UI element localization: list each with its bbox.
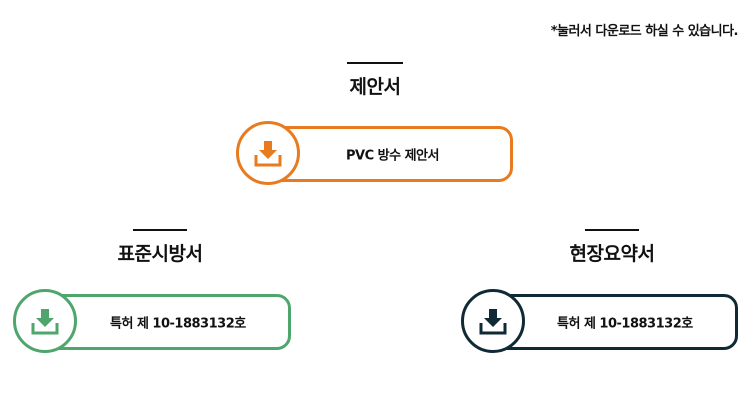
standard-spec-download-circle[interactable] <box>13 289 77 353</box>
standard-spec-title: 표준시방서 <box>95 229 225 266</box>
site-summary-title: 현장요약서 <box>547 229 677 266</box>
proposal-download-label: PVC 방수 제안서 <box>346 148 439 164</box>
proposal-title-text: 제안서 <box>349 76 401 98</box>
download-icon <box>479 309 507 335</box>
proposal-download-circle[interactable] <box>236 121 300 185</box>
standard-spec-title-text: 표준시방서 <box>117 243 203 265</box>
standard-spec-download-button[interactable]: 특허 제 10-1883132호 <box>43 294 291 350</box>
site-summary-download-label: 특허 제 10-1883132호 <box>557 316 693 332</box>
site-summary-title-text: 현장요약서 <box>569 243 655 265</box>
proposal-title: 제안서 <box>325 62 425 99</box>
title-rule <box>347 62 403 64</box>
proposal-download-button[interactable]: PVC 방수 제안서 <box>265 126 513 182</box>
download-icon <box>254 141 282 167</box>
download-instruction-note: *눌러서 다운로드 하실 수 있습니다. <box>550 24 739 39</box>
site-summary-download-circle[interactable] <box>461 289 525 353</box>
site-summary-download-button[interactable]: 특허 제 10-1883132호 <box>490 294 738 350</box>
standard-spec-download-label: 특허 제 10-1883132호 <box>110 316 246 332</box>
title-rule <box>585 229 639 231</box>
title-rule <box>133 229 187 231</box>
download-icon <box>31 309 59 335</box>
